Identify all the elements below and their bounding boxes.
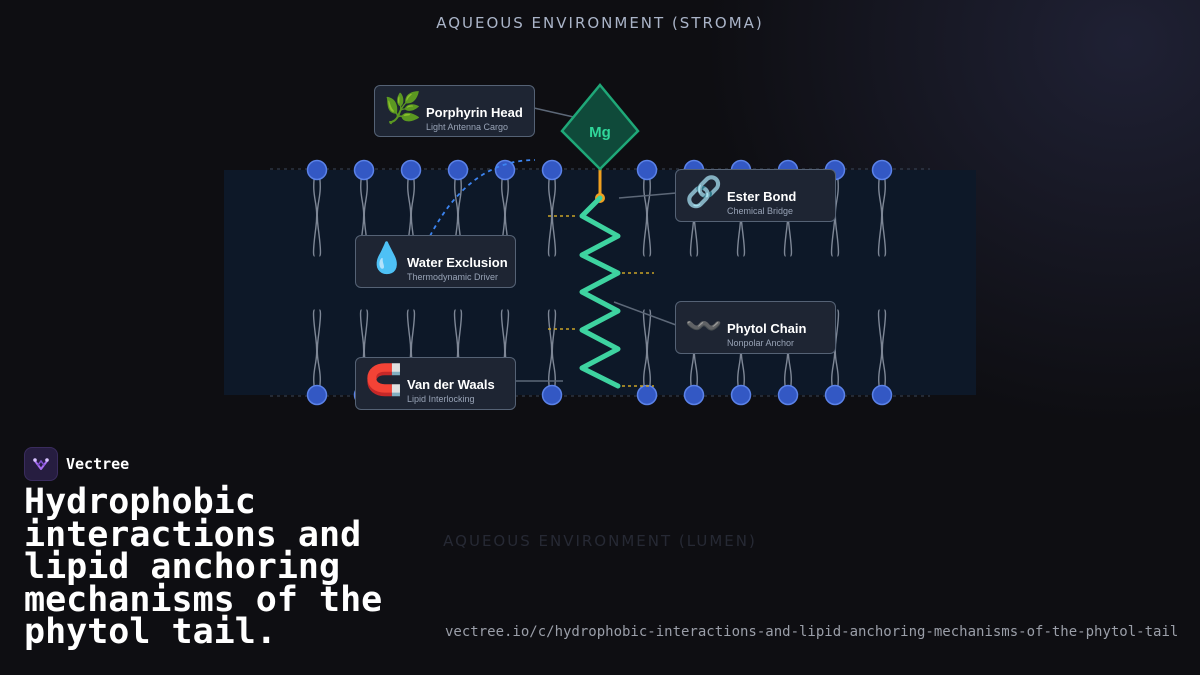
lipid-head <box>871 384 893 406</box>
card-ester-bond: 🔗 Ester Bond Chemical Bridge <box>675 169 836 222</box>
lipid-head <box>683 384 705 406</box>
lipid-head <box>494 159 516 181</box>
lipid-tail <box>642 171 652 257</box>
lumen-environment-label: AQUEOUS ENVIRONMENT (LUMEN) <box>443 532 757 550</box>
lipid-head <box>777 384 799 406</box>
lipid-tail <box>877 171 887 257</box>
magnesium-label: Mg <box>589 124 611 141</box>
water-exclusion-subtitle: Thermodynamic Driver <box>407 272 499 282</box>
wavy-line-icon: 〰️ <box>685 310 723 343</box>
phytol-chain-title: Phytol Chain <box>727 321 807 336</box>
lipid-head <box>636 384 658 406</box>
ester-connector <box>618 192 677 199</box>
ester-bond-title: Ester Bond <box>727 189 797 204</box>
lipid-tail <box>312 171 322 257</box>
van-der-waals-title: Van der Waals <box>407 377 495 392</box>
porphyrin-head-shape <box>560 83 640 171</box>
card-water-exclusion: 💧 Water Exclusion Thermodynamic Driver <box>355 235 516 288</box>
phytol-chain-subtitle: Nonpolar Anchor <box>727 338 795 348</box>
water-exclusion-title: Water Exclusion <box>407 255 508 270</box>
lipid-tail <box>547 309 557 395</box>
lipid-head <box>824 384 846 406</box>
phytol-chain-zigzag <box>579 195 621 389</box>
leaf-icon: 🌿 <box>384 92 422 125</box>
droplet-icon: 💧 <box>368 242 406 275</box>
card-phytol-chain: 〰️ Phytol Chain Nonpolar Anchor <box>675 301 836 354</box>
lipid-head <box>353 159 375 181</box>
lipid-head <box>400 159 422 181</box>
stroma-environment-label: AQUEOUS ENVIRONMENT (STROMA) <box>436 14 764 32</box>
van-der-waals-contacts <box>548 215 654 387</box>
lipid-head <box>306 159 328 181</box>
lipid-head <box>730 384 752 406</box>
lipid-tail <box>642 309 652 395</box>
ester-bond-subtitle: Chemical Bridge <box>727 206 794 216</box>
lipid-head <box>541 159 563 181</box>
lipid-head <box>447 159 469 181</box>
porphyrin-head-subtitle: Light Antenna Cargo <box>426 122 509 132</box>
vectree-logo-icon <box>24 447 58 481</box>
water-exclusion-path <box>429 159 536 237</box>
card-porphyrin-head: 🌿 Porphyrin Head Light Antenna Cargo <box>374 85 535 137</box>
phytol-connector <box>613 301 677 326</box>
lipid-head <box>636 159 658 181</box>
van-der-waals-subtitle: Lipid Interlocking <box>407 394 475 404</box>
lipid-head <box>306 384 328 406</box>
lipid-head <box>871 159 893 181</box>
lipid-head <box>541 384 563 406</box>
porphyrin-connector <box>533 107 579 119</box>
brand-name: Vectree <box>66 455 130 473</box>
page-title: Hydrophobic interactions and lipid ancho… <box>24 482 383 652</box>
link-icon: 🔗 <box>685 176 723 209</box>
magnet-icon: 🧲 <box>365 364 403 397</box>
lipid-tail <box>877 309 887 395</box>
lipid-tail <box>312 309 322 395</box>
source-url[interactable]: vectree.io/c/hydrophobic-interactions-an… <box>445 624 1179 640</box>
porphyrin-head-title: Porphyrin Head <box>426 105 523 120</box>
lipid-tail <box>547 171 557 257</box>
card-van-der-waals: 🧲 Van der Waals Lipid Interlocking <box>355 357 516 410</box>
